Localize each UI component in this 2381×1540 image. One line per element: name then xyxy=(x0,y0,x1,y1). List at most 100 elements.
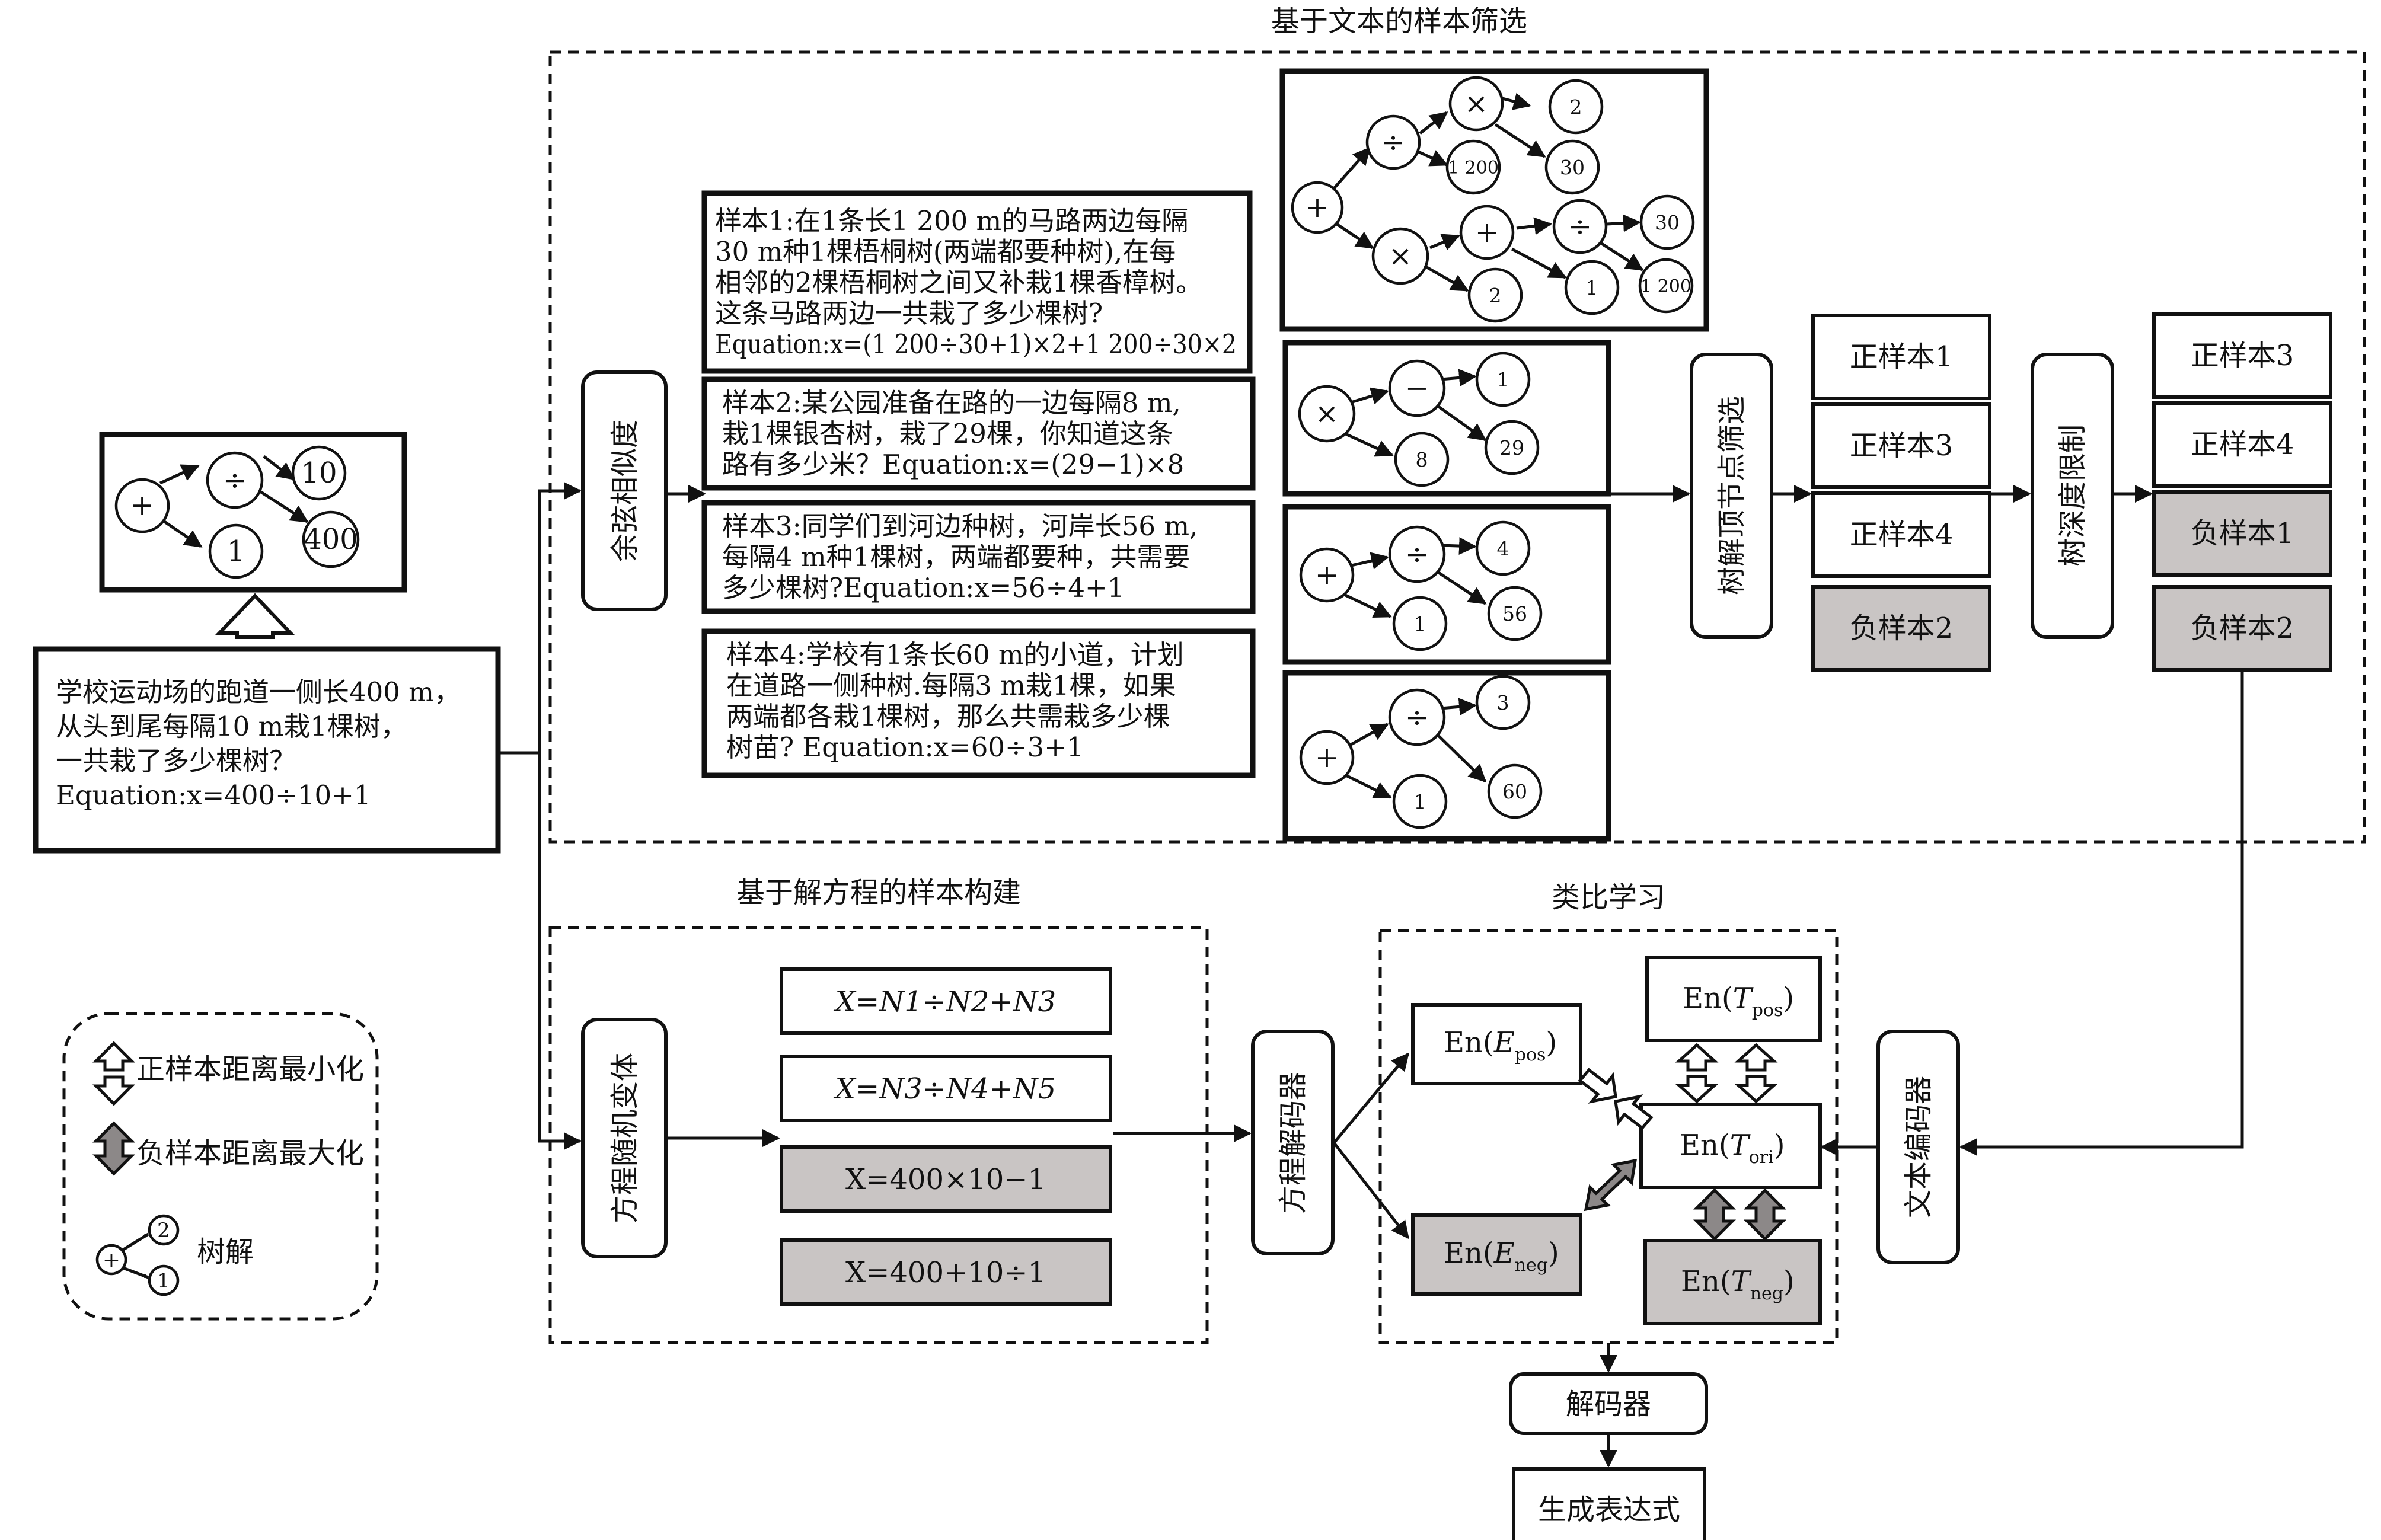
node-label: 30 xyxy=(1560,156,1585,179)
sample-1-box xyxy=(701,190,1253,374)
t-ori-box xyxy=(1639,1103,1822,1189)
t-pos-label: En(Tpos) xyxy=(1683,982,1794,1021)
tree-depth-limit-label: 树深度限制 xyxy=(2056,424,2089,567)
node-label: 30 xyxy=(1655,211,1680,234)
final-item-label: 负样本2 xyxy=(2191,612,2294,645)
sample-1-line: 30 m种1棵梧桐树(两端都要种树),在每 xyxy=(715,236,1176,267)
legend-tree-node: + xyxy=(103,1248,120,1273)
legend-maximize-label: 负样本距离最大化 xyxy=(136,1137,364,1170)
equation-construction-frame xyxy=(548,926,1209,1344)
node-label: ÷ xyxy=(1568,210,1592,243)
tree-edge xyxy=(159,464,200,485)
e-neg-push-icon xyxy=(1584,1158,1638,1212)
output-expression-box xyxy=(1512,1467,1706,1540)
node-label: + xyxy=(1475,216,1499,249)
node-label: 10 xyxy=(301,456,337,490)
legend-tree-icon: + 2 1 xyxy=(95,1214,180,1296)
node-label: 1 xyxy=(227,535,245,568)
sample-2-line: 栽1棵银杏树，栽了29棵，你知道这条 xyxy=(722,418,1173,449)
variant-label: X=400+10÷1 xyxy=(845,1256,1046,1289)
node-label: × xyxy=(1464,87,1488,120)
input-problem-line: 一共栽了多少棵树？ xyxy=(56,745,296,777)
input-tree: + ÷ 10 1 400 xyxy=(114,445,360,579)
final-item-label: 正样本4 xyxy=(2191,428,2294,461)
connector-to-e-pos xyxy=(1333,1052,1409,1144)
e-pos-box xyxy=(1411,1003,1582,1085)
final-item xyxy=(2152,312,2332,399)
equation-decoder-label: 方程解码器 xyxy=(1276,1072,1310,1214)
node-label: ÷ xyxy=(1405,538,1429,571)
variant-box xyxy=(780,967,1112,1035)
tree-root-filter-label: 树解顶节点筛选 xyxy=(1715,396,1748,595)
sample-tree-3: + ÷ 1 4 56 xyxy=(1299,520,1543,651)
node-label: 1 200 xyxy=(1448,158,1499,178)
analogy-learning-title: 类比学习 xyxy=(1552,881,1665,914)
sample-2-box xyxy=(701,376,1256,491)
sample-4-line: 树苗? Equation:x=60÷3+1 xyxy=(726,731,1084,763)
final-item-label: 正样本3 xyxy=(2191,339,2294,372)
connector-to-random-variant xyxy=(538,753,582,1150)
sample-1-line: 样本1:在1条长1 200 m的马路两边每隔 xyxy=(715,205,1188,237)
e-pos-label: En(Epos) xyxy=(1444,1026,1557,1065)
cosine-similarity-label: 余弦相似度 xyxy=(608,420,641,562)
plus-node xyxy=(114,478,170,533)
node-label: ÷ xyxy=(223,464,247,497)
input-problem-box xyxy=(33,646,501,854)
decoder-label: 解码器 xyxy=(1566,1388,1651,1421)
output-expression-label: 生成表达式 xyxy=(1538,1493,1680,1526)
equation-decoder-box xyxy=(1251,1030,1335,1255)
filtered-item-label: 正样本1 xyxy=(1850,340,1954,373)
tree-edge xyxy=(258,489,309,523)
node-label: 2 xyxy=(1570,95,1582,119)
text-screening-frame xyxy=(548,50,2366,844)
sample-tree-2: × − 8 1 29 xyxy=(1298,352,1540,487)
e-neg-box xyxy=(1411,1213,1582,1296)
sample-4-box xyxy=(701,628,1256,778)
node-label: 1 200 xyxy=(1640,276,1691,297)
variant-label: X=400×10−1 xyxy=(845,1163,1046,1196)
node-label: 4 xyxy=(1497,537,1509,560)
maximize-distance-icon xyxy=(1693,1188,1787,1241)
connector-to-e-neg xyxy=(1333,1142,1409,1239)
sample-4-line: 在道路一侧种树.每隔3 m栽1棵，如果 xyxy=(726,670,1176,701)
filtered-item-negative xyxy=(1811,585,1991,672)
legend-tree-label: 树解 xyxy=(197,1235,254,1269)
variant-label: X=N3÷N4+N5 xyxy=(833,1072,1056,1106)
text-encoder-label: 文本编码器 xyxy=(1902,1076,1935,1218)
number-node xyxy=(208,523,264,579)
node-label: 400 xyxy=(304,523,358,556)
sample-3-box xyxy=(701,500,1256,614)
number-node xyxy=(302,510,360,568)
up-arrow-icon xyxy=(215,593,295,639)
minimize-distance-icon xyxy=(1675,1043,1778,1104)
sample-4-line: 两端都各栽1棵树，那么共需栽多少棵 xyxy=(726,701,1170,732)
t-ori-label: En(Tori) xyxy=(1680,1129,1785,1168)
node-label: 8 xyxy=(1416,448,1428,471)
final-item-negative xyxy=(2152,490,2332,577)
filtered-item xyxy=(1811,491,1991,578)
input-problem-line: Equation:x=400÷10+1 xyxy=(56,779,371,811)
node-label: + xyxy=(1315,741,1339,774)
node-label: 60 xyxy=(1502,780,1527,803)
sample-3-line: 多少棵树?Equation:x=56÷4+1 xyxy=(722,572,1124,603)
connector-to-cosine xyxy=(498,482,582,755)
input-problem-line: 从头到尾每隔10 m栽1棵树， xyxy=(56,711,407,742)
t-neg-label: En(Tneg) xyxy=(1681,1265,1795,1304)
tree-root-filter-box xyxy=(1690,353,1773,639)
legend-maximize-icon xyxy=(92,1121,136,1176)
legend-minimize-icon xyxy=(92,1041,136,1106)
sample-1-line: Equation:x=(1 200÷30+1)×2+1 200÷30×2 xyxy=(715,328,1237,360)
node-label: + xyxy=(1315,558,1339,592)
equation-construction-title: 基于解方程的样本构建 xyxy=(736,876,1021,909)
e-pos-pull-icon xyxy=(1578,1068,1654,1130)
tree-edge xyxy=(159,517,203,548)
t-pos-box xyxy=(1645,956,1822,1042)
final-item xyxy=(2152,401,2332,488)
sample-4-line: 样本4:学校有1条长60 m的小道，计划 xyxy=(726,639,1184,670)
number-node xyxy=(291,445,347,501)
final-item-label: 负样本1 xyxy=(2191,517,2294,550)
sample-tree-3-box xyxy=(1282,504,1611,665)
tree-edge xyxy=(263,455,295,480)
node-label: 1 xyxy=(1497,368,1509,391)
t-neg-box xyxy=(1643,1239,1822,1325)
